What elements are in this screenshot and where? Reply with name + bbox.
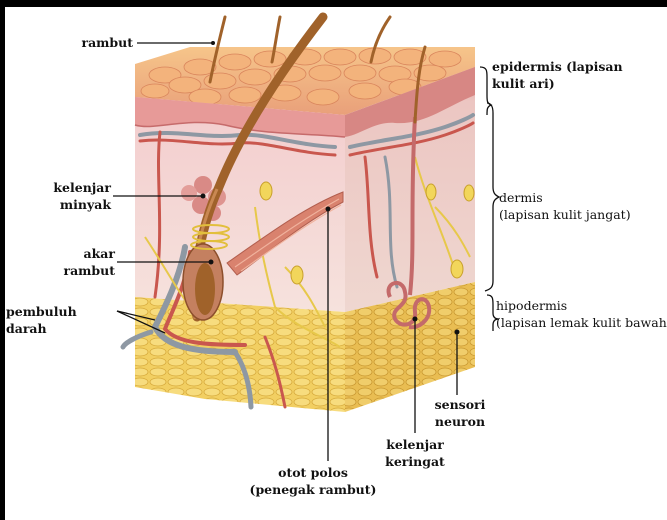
label-otot-polos-line2: (penegak rambut): [248, 481, 378, 498]
label-dermis-line2: (lapisan kulit jangat): [499, 206, 631, 223]
label-sensori-neuron-line1: sensori: [430, 396, 490, 413]
label-epidermis-line2: kulit ari): [492, 75, 623, 92]
label-pembuluh-darah-line1: pembuluh: [6, 303, 77, 320]
label-pembuluh-darah-line2: darah: [6, 320, 77, 337]
side-face: [345, 67, 475, 412]
label-rambut: rambut: [43, 34, 133, 51]
label-kelenjar-minyak: kelenjar minyak: [15, 179, 111, 213]
label-kelenjar-minyak-line2: minyak: [15, 196, 111, 213]
label-akar-rambut: akar rambut: [15, 245, 115, 279]
label-sensori-neuron-line2: neuron: [430, 413, 490, 430]
label-dermis: dermis (lapisan kulit jangat): [499, 189, 631, 223]
label-otot-polos: otot polos (penegak rambut): [248, 464, 378, 498]
diagram-frame: rambut kelenjar minyak akar rambut pembu…: [5, 7, 667, 520]
label-hipodermis: hipodermis (lapisan lemak kulit bawah: [496, 297, 667, 331]
label-kelenjar-minyak-line1: kelenjar: [15, 179, 111, 196]
label-epidermis: epidermis (lapisan kulit ari): [492, 58, 623, 92]
label-dermis-line1: dermis: [499, 189, 631, 206]
layer-brackets: [480, 67, 499, 331]
label-hipodermis-line1: hipodermis: [496, 297, 667, 314]
label-sensori-neuron: sensori neuron: [430, 396, 490, 430]
label-otot-polos-line1: otot polos: [248, 464, 378, 481]
label-kelenjar-keringat-line2: keringat: [380, 453, 450, 470]
label-kelenjar-keringat-line1: kelenjar: [380, 436, 450, 453]
label-epidermis-line1: epidermis (lapisan: [492, 58, 623, 75]
label-akar-rambut-line2: rambut: [15, 262, 115, 279]
label-kelenjar-keringat: kelenjar keringat: [380, 436, 450, 470]
label-pembuluh-darah: pembuluh darah: [6, 303, 77, 337]
label-hipodermis-line2: (lapisan lemak kulit bawah: [496, 314, 667, 331]
label-akar-rambut-line1: akar: [15, 245, 115, 262]
